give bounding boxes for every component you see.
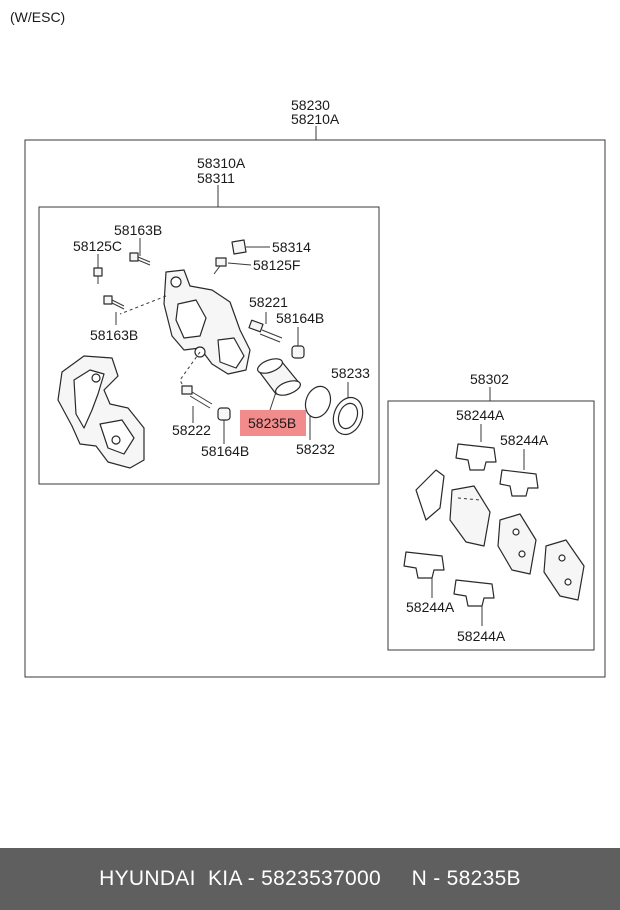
pad-kit-leaders [431,424,525,626]
bolt-58163B-left [103,295,125,310]
piston-58235B [257,358,301,396]
label-58221: 58221 [249,294,288,310]
caliper-box [38,206,380,485]
label-58244A-bottom-right: 58244A [457,628,506,644]
header-note: (W/ESC) [10,9,65,25]
pad-clip-bottom-right [453,579,495,607]
label-58235B: 58235B [248,415,296,431]
label-58314: 58314 [272,239,311,255]
pad-kit-number: 58302 [470,371,509,387]
brake-caliper-diagram: (W/ESC) 58230 58210A 58310A 58311 58163B… [10,9,606,678]
label-58233: 58233 [331,365,370,381]
caliper-housing [119,269,251,393]
bleeder-58125F [213,257,227,275]
pad-clip-top-left [455,443,497,471]
bolt-58163B-top [129,252,151,266]
guide-pin-58222 [181,385,213,409]
label-58164B-right: 58164B [276,310,324,326]
label-58244A-top-right: 58244A [500,432,549,448]
label-58244A-top-left: 58244A [456,407,505,423]
assembly-box [24,139,606,678]
brake-pad-1 [449,485,491,547]
label-58125F: 58125F [253,257,300,273]
caliper-bracket [57,355,145,469]
assembly-number-1: 58230 [291,97,330,113]
caliper-number-2: 58311 [197,170,235,186]
caliper-number-1: 58310A [197,155,246,171]
assembly-number-2: 58210A [291,111,340,127]
brake-pad-3 [543,539,585,601]
highlight-58235B [240,410,306,436]
label-58163B-top: 58163B [114,222,162,238]
leader-lines [97,238,349,444]
pad-shim [415,469,445,521]
guide-pin-58221 [248,319,283,343]
boot-58233 [332,396,364,436]
footer-part-number: HYUNDAI KIA - 5823537000 N - 58235B [0,848,620,910]
label-58164B-bottom: 58164B [201,443,249,459]
label-58222: 58222 [172,422,211,438]
pad-clip-bottom-left [403,551,445,579]
label-58232: 58232 [296,441,335,457]
boot-58164B-bottom [217,407,231,421]
label-58163B-left: 58163B [90,327,138,343]
pad-kit-box [387,400,595,651]
boot-58164B-right [291,345,305,359]
pad-clip-top-right [499,469,539,497]
cap-58314 [231,239,247,255]
brake-pad-2 [497,513,537,575]
label-58244A-bottom-left: 58244A [406,599,455,615]
label-58125C: 58125C [73,238,122,254]
seal-58232 [304,385,332,419]
bleeder-58125C [93,267,103,284]
